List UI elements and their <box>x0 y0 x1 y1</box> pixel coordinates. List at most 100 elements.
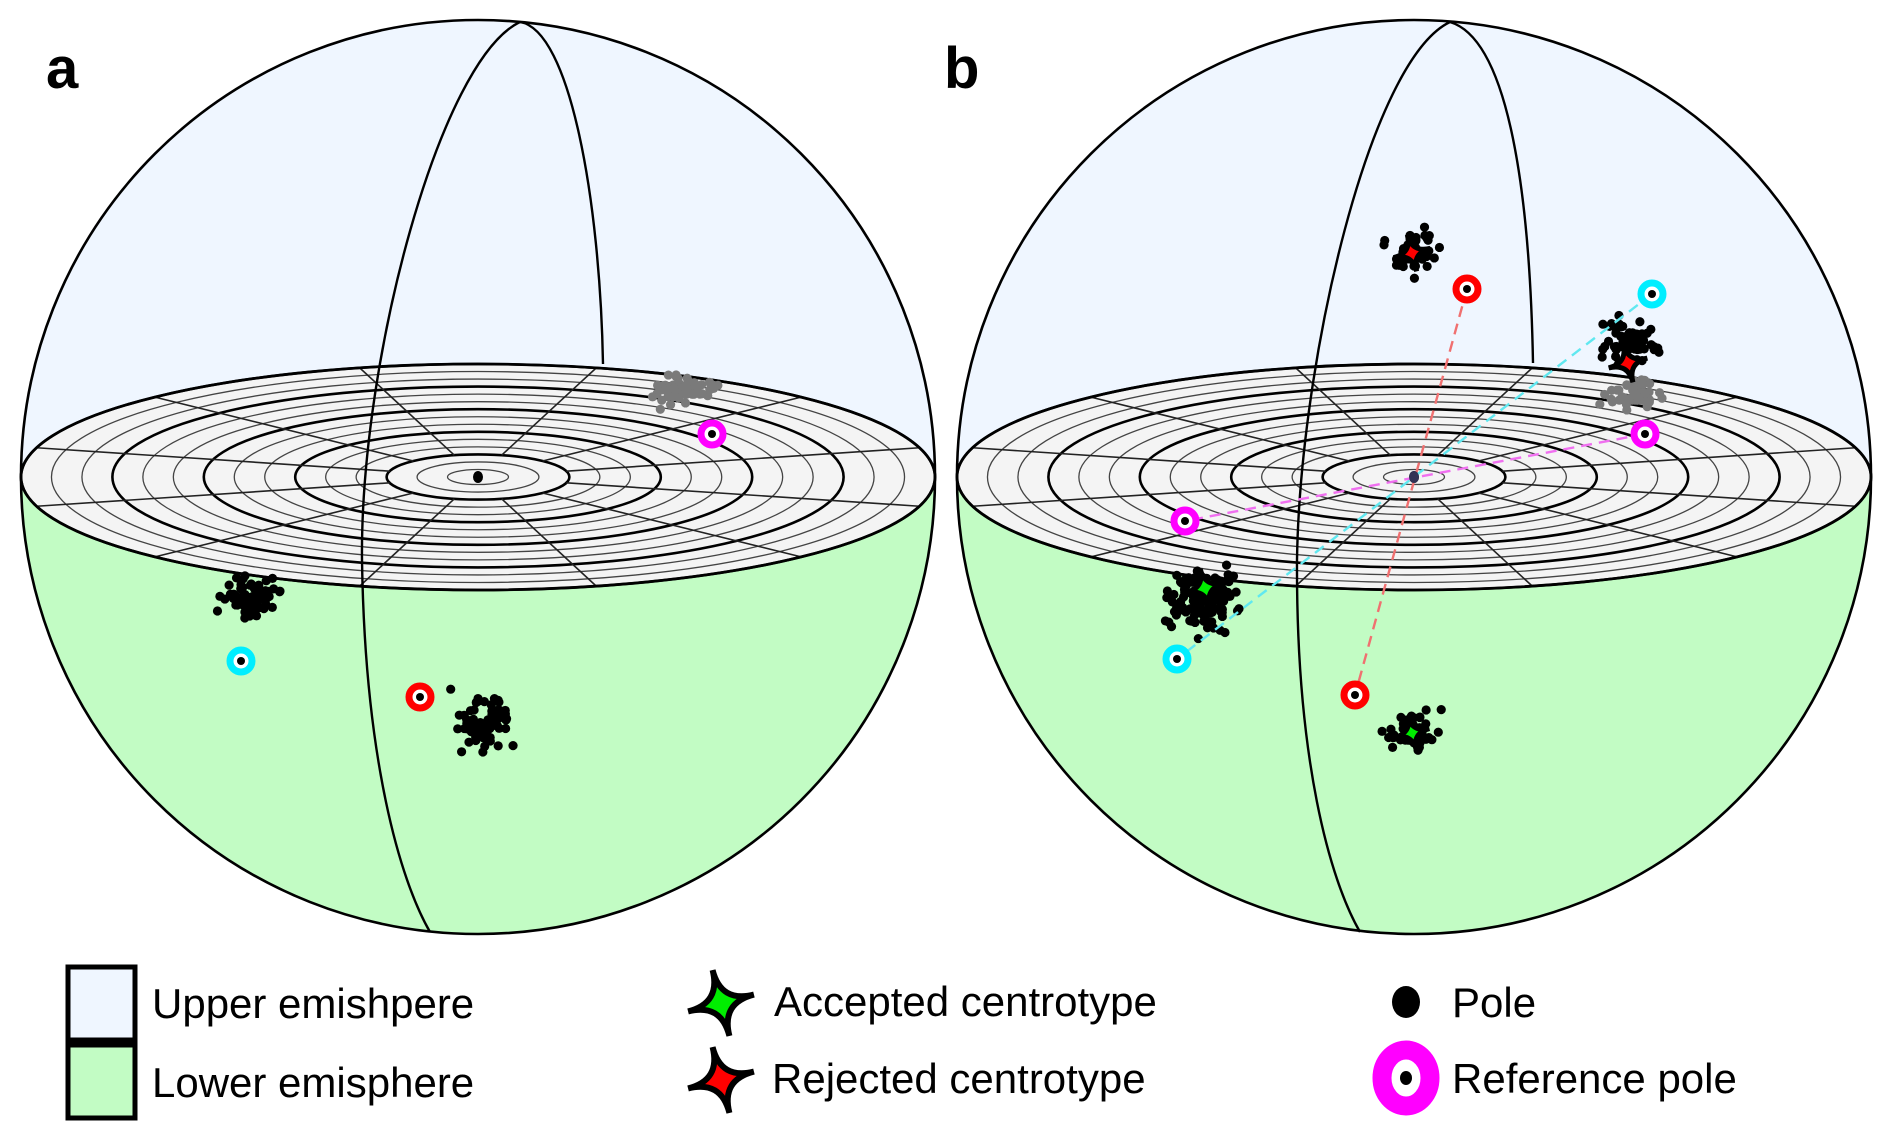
disc-ring <box>385 453 571 501</box>
disc-ring <box>1138 407 1690 547</box>
disc-ring <box>986 370 1842 584</box>
pole-dot <box>1640 388 1650 398</box>
pole-dot <box>1429 253 1439 263</box>
center-pole-icon <box>473 471 483 483</box>
pole-dot <box>1595 399 1605 409</box>
legend-accepted-label: Accepted centrotype <box>774 978 1157 1025</box>
panel-b <box>955 18 1873 936</box>
disc-spoke <box>36 482 390 508</box>
disc-spoke <box>1295 367 1391 456</box>
pole-dot <box>1597 352 1607 362</box>
pole-dot <box>1193 633 1203 644</box>
disc-ring <box>325 438 631 516</box>
pole-dot <box>655 404 665 414</box>
pole-dot <box>1221 560 1232 570</box>
pole-dot <box>462 718 472 728</box>
reference-pole-center-dot <box>416 693 424 701</box>
disc-spoke <box>1090 492 1350 558</box>
legend-rejected-label: Rejected centrotype <box>772 1055 1146 1102</box>
pole-dot <box>1607 385 1617 395</box>
disc-ring <box>1169 416 1659 538</box>
pole-dot <box>665 400 676 410</box>
pole-dot <box>657 395 667 405</box>
cyan-connector-line <box>1176 293 1653 660</box>
disc-ring <box>293 430 663 524</box>
legend-upper-label: Upper emishpere <box>152 980 474 1027</box>
disc-spoke <box>359 367 455 456</box>
pole-dot <box>1598 319 1608 329</box>
pole-dot <box>480 733 490 743</box>
pole-dot <box>1199 616 1209 626</box>
pole-dot <box>1422 261 1432 272</box>
rejected-centrotype-icon <box>687 1046 755 1114</box>
pole-dot <box>1642 328 1652 338</box>
disc-spoke <box>1437 498 1533 587</box>
pole-dot <box>1611 351 1621 362</box>
pole-dot <box>663 370 674 380</box>
pole-dot <box>1164 617 1174 627</box>
pole-dot <box>1646 340 1656 350</box>
reference-pole-center-dot <box>1173 655 1181 663</box>
pole-dot <box>680 398 691 408</box>
pole-dot <box>1217 611 1227 622</box>
pole-dot <box>245 580 255 590</box>
pole-dot <box>492 721 503 731</box>
panel-a-label: a <box>46 36 79 101</box>
pole-dot <box>236 579 246 590</box>
disc-ring <box>446 468 510 486</box>
pole-dot <box>231 573 242 583</box>
legend-rejected: Rejected centrotype <box>687 1046 1146 1114</box>
disc-ring <box>1291 446 1537 508</box>
accepted-centrotype-icon <box>1393 714 1431 752</box>
disc-ring <box>1321 453 1507 501</box>
legend-lower-label: Lower emisphere <box>152 1059 474 1106</box>
legend-reference-pole: Reference pole <box>1372 1040 1737 1116</box>
reference-pole-center-dot <box>1648 290 1656 298</box>
pole-dot <box>1162 586 1173 596</box>
disc-ring <box>1047 385 1781 569</box>
disc-rings <box>955 362 1873 592</box>
legend-pole-label: Pole <box>1452 979 1536 1026</box>
pole-dot <box>487 709 497 720</box>
pole-dot <box>1177 604 1187 614</box>
pole-dot <box>1600 389 1610 400</box>
pole-dot <box>471 697 481 708</box>
disc-ring <box>355 446 601 508</box>
pole-dot <box>647 392 658 402</box>
pole-dot <box>1421 705 1431 715</box>
pole-dot <box>446 684 456 694</box>
disc-ring <box>1108 401 1720 553</box>
disc-ring <box>50 370 906 584</box>
disc-ring <box>1200 423 1628 531</box>
upper-hemisphere <box>21 20 935 477</box>
pole-dot <box>275 586 285 596</box>
pole-dot <box>232 600 243 610</box>
pole-dot <box>220 594 230 604</box>
disc-ring <box>416 461 540 493</box>
legend-upper-hemisphere: Upper emishpere <box>65 964 474 1043</box>
disc-ring <box>172 401 784 553</box>
pole-dot <box>1387 742 1398 752</box>
pole-dot <box>1190 617 1200 628</box>
disc-ring <box>202 407 754 547</box>
pole-dot <box>1633 392 1643 402</box>
disc-spoke <box>566 446 920 472</box>
pole-dot <box>254 594 264 604</box>
lower-hemisphere-swatch <box>65 1042 138 1121</box>
pole-dot <box>1191 604 1201 614</box>
disc-ring <box>111 385 845 569</box>
disc-spokes <box>36 367 920 587</box>
pole-dot <box>1598 344 1608 354</box>
pole-dot <box>1622 380 1632 390</box>
reference-pole-center-dot <box>1463 285 1471 293</box>
pole-dot <box>1386 724 1396 734</box>
projected-pole-cluster <box>647 370 723 414</box>
disc-spoke <box>154 492 414 558</box>
disc-spoke <box>542 396 802 462</box>
center-pole-icon <box>1409 471 1419 483</box>
reference-pole-center-dot <box>1351 691 1359 699</box>
legend-accepted: Accepted centrotype <box>687 969 1157 1037</box>
disc-ring <box>1229 430 1599 524</box>
pole-dot <box>1609 342 1620 352</box>
